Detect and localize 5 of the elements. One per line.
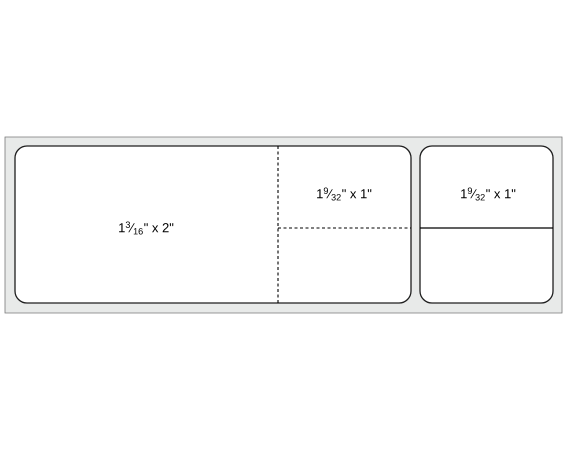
- dimension-text: 1$^{9}$⁄$_{32}$" x 1": [317, 188, 372, 200]
- dimension-text: 1$^{3}$⁄$_{16}$" x 2": [119, 222, 174, 234]
- label-outline: [14, 145, 412, 304]
- label-outline: [419, 145, 554, 304]
- dimension-text: 1$^{9}$⁄$_{32}$" x 1": [461, 188, 516, 200]
